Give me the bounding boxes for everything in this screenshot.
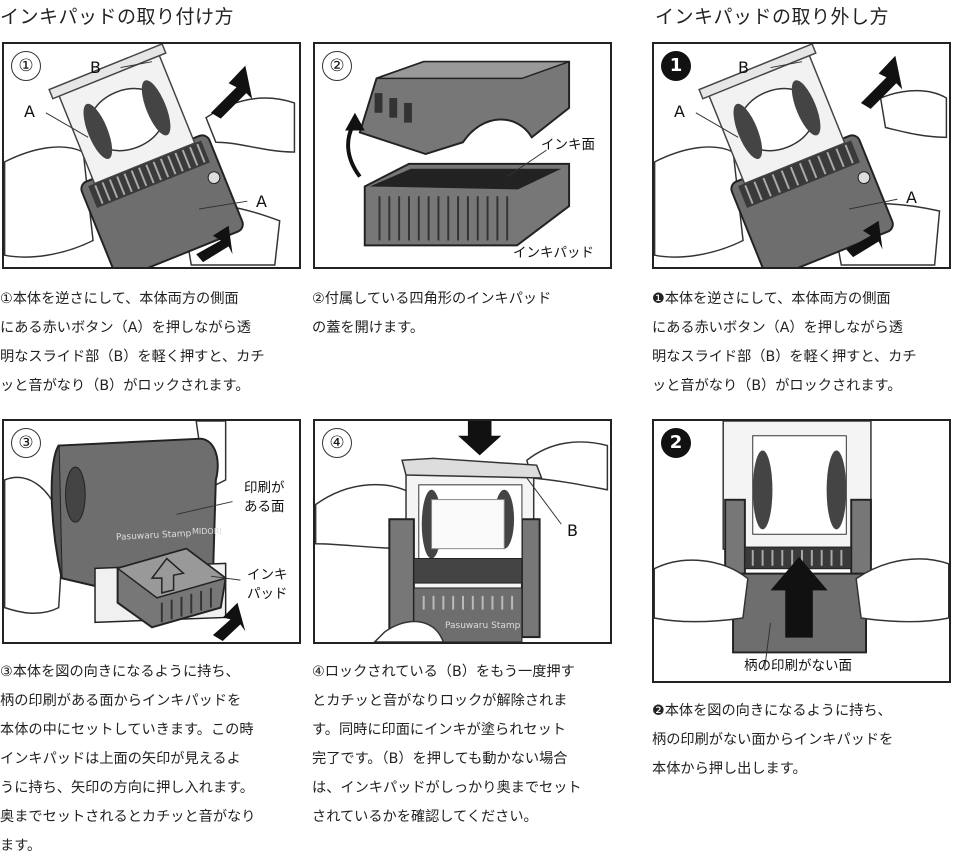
caption-line: ②付属している四角形のインキパッド (312, 291, 552, 307)
caption-line: 完了です。（B）を押しても動かない場合 (312, 751, 568, 767)
caption-line: ④ロックされている（B）をもう一度押す (312, 664, 575, 680)
attach-title: インキパッドの取り付け方 (0, 6, 235, 28)
caption-step-1: ①本体を逆さにして、本体両方の側面 にある赤いボタン（A）を押しながら透 明なス… (0, 285, 300, 401)
label-b: B (90, 58, 101, 77)
panel-step-1: ① B A A (2, 42, 301, 269)
panel-remove-step-1: 1 B A A (652, 42, 951, 269)
step-number: ② (322, 51, 352, 81)
caption-line: ッと音がなり（B）がロックされます。 (0, 378, 250, 394)
arrow-icon (196, 225, 233, 263)
caption-line: 本体の中にセットしていきます。この時 (0, 722, 254, 738)
caption-line: は、インキパッドがしっかり奥までセット (312, 780, 582, 796)
caption-line: とカチッと音がなりロックが解除されま (312, 693, 568, 709)
stamp-print-text: Pasuwaru Stamp (115, 529, 192, 543)
caption-line: ❷本体を図の向きになるように持ち、 (652, 703, 892, 719)
arrow-icon (210, 65, 253, 119)
step-number: 2 (661, 428, 691, 458)
illustration-step-1 (4, 44, 296, 267)
panel-step-4: ④ Pasuwaru Stamp B (313, 419, 612, 644)
step-number: 1 (661, 51, 691, 81)
caption-line: ❶本体を逆さにして、本体両方の側面 (652, 291, 891, 307)
caption-step-3: ③本体を図の向きになるように持ち、 柄の印刷がある面からインキパッドを 本体の中… (0, 658, 300, 861)
panel-step-3: ③ Pasuwaru Stamp MIDORI 印刷が ある面 インキ パッド (2, 419, 301, 644)
stamp-print-text: Pasuwaru Stamp (445, 621, 521, 631)
label-a-right: A (906, 188, 917, 207)
label-a-left: A (674, 102, 685, 121)
label-b: B (738, 58, 749, 77)
arrow-icon (458, 421, 502, 456)
caption-line: されているかを確認してください。 (312, 809, 538, 825)
step-number: ③ (11, 428, 41, 458)
caption-line: ッと音がなり（B）がロックされます。 (652, 378, 902, 394)
caption-line: 柄の印刷がある面からインキパッドを (0, 693, 242, 709)
arrow-icon (345, 112, 365, 131)
caption-line: 明なスライド部（B）を軽く押すと、カチ (652, 349, 917, 365)
arrow-icon (212, 602, 246, 642)
panel-remove-step-2: 2 柄の印刷がない面 (652, 419, 951, 683)
label-line: 印刷が (244, 480, 285, 496)
caption-step-4: ④ロックされている（B）をもう一度押す とカチッと音がなりロックが解除されま す… (312, 658, 617, 832)
illustration-step-3 (4, 421, 246, 642)
label-line: パッド (247, 586, 288, 602)
caption-line: ③本体を図の向きになるように持ち、 (0, 664, 240, 680)
step-number: ① (11, 51, 41, 81)
label-ink-pad: インキパッド (513, 245, 594, 261)
remove-title: インキパッドの取り外し方 (655, 6, 890, 28)
illustration-remove-step-1 (654, 44, 948, 267)
caption-step-2: ②付属している四角形のインキパッド の蓋を開けます。 (312, 285, 612, 343)
illustration-remove-step-2 (654, 421, 949, 670)
caption-line: 奥までセットされるとカチッと音がなり (0, 809, 256, 825)
caption-line: の蓋を開けます。 (312, 320, 425, 336)
caption-line: 明なスライド部（B）を軽く押すと、カチ (0, 349, 265, 365)
caption-remove-step-1: ❶本体を逆さにして、本体両方の側面 にある赤いボタン（A）を押しながら透 明なス… (652, 285, 952, 401)
label-ink-surface: インキ面 (541, 137, 595, 153)
step-number: ④ (322, 428, 352, 458)
caption-line: うに持ち、矢印の方向に押し入れます。 (0, 780, 254, 796)
label-ink-pad: インキ パッド (247, 566, 299, 604)
caption-line: ①本体を逆さにして、本体両方の側面 (0, 291, 239, 307)
arrow-icon (846, 220, 883, 258)
panel-step-2: ② インキ面 インキパッド (313, 42, 612, 269)
label-no-print-side: 柄の印刷がない面 (744, 658, 852, 674)
illustration-step-2 (345, 60, 571, 247)
caption-line: 柄の印刷がない面からインキパッドを (652, 732, 894, 748)
label-a-right: A (256, 192, 267, 211)
illustration-step-4 (315, 421, 609, 642)
label-b: B (567, 521, 578, 540)
label-line: ある面 (244, 499, 285, 515)
caption-line: ます。 (0, 838, 42, 854)
caption-line: す。同時に印面にインキが塗られセット (312, 722, 566, 738)
caption-remove-step-2: ❷本体を図の向きになるように持ち、 柄の印刷がない面からインキパッドを 本体から… (652, 697, 952, 784)
caption-line: 本体から押し出します。 (652, 761, 807, 777)
label-a-left: A (24, 102, 35, 121)
arrow-icon (770, 556, 828, 638)
label-printed-side: 印刷が ある面 (244, 479, 299, 517)
brand-text: MIDORI (192, 527, 222, 536)
caption-line: にある赤いボタン（A）を押しながら透 (0, 320, 251, 336)
caption-line: インキパッドは上面の矢印が見えるよ (0, 751, 241, 767)
label-line: インキ (247, 567, 288, 583)
caption-line: にある赤いボタン（A）を押しながら透 (652, 320, 903, 336)
